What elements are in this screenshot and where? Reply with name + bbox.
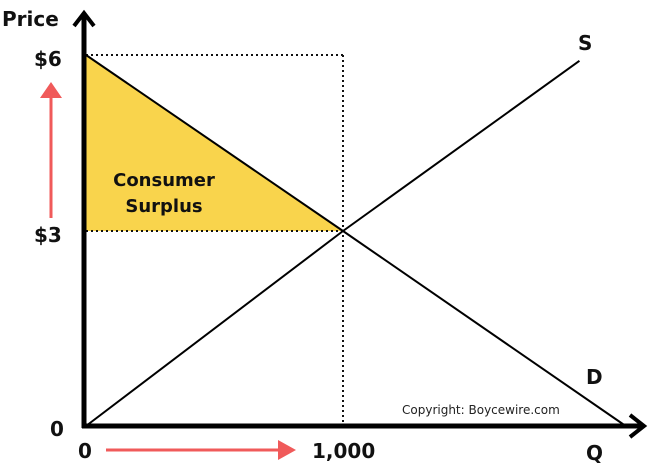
y-tick-6: $6 (34, 47, 62, 71)
y-tick-0: 0 (50, 417, 64, 441)
y-tick-3: $3 (34, 223, 62, 247)
y-axis-label: Price (2, 7, 59, 31)
supply-label: S (578, 31, 592, 55)
supply-curve (85, 60, 581, 427)
y-axis-arrowhead (72, 9, 96, 28)
x-axis-label: Q (586, 441, 603, 465)
price-arrow-head (40, 82, 62, 98)
x-tick-0: 0 (78, 439, 92, 463)
x-axis-arrowhead (628, 413, 648, 439)
surplus-label-line1: Consumer (113, 170, 215, 191)
quantity-arrow-head (278, 440, 296, 460)
x-tick-1000: 1,000 (312, 439, 375, 463)
demand-curve (85, 54, 627, 427)
copyright-text: Copyright: Boycewire.com (402, 403, 560, 417)
surplus-label-line2: Surplus (125, 196, 202, 217)
demand-label: D (586, 365, 603, 389)
